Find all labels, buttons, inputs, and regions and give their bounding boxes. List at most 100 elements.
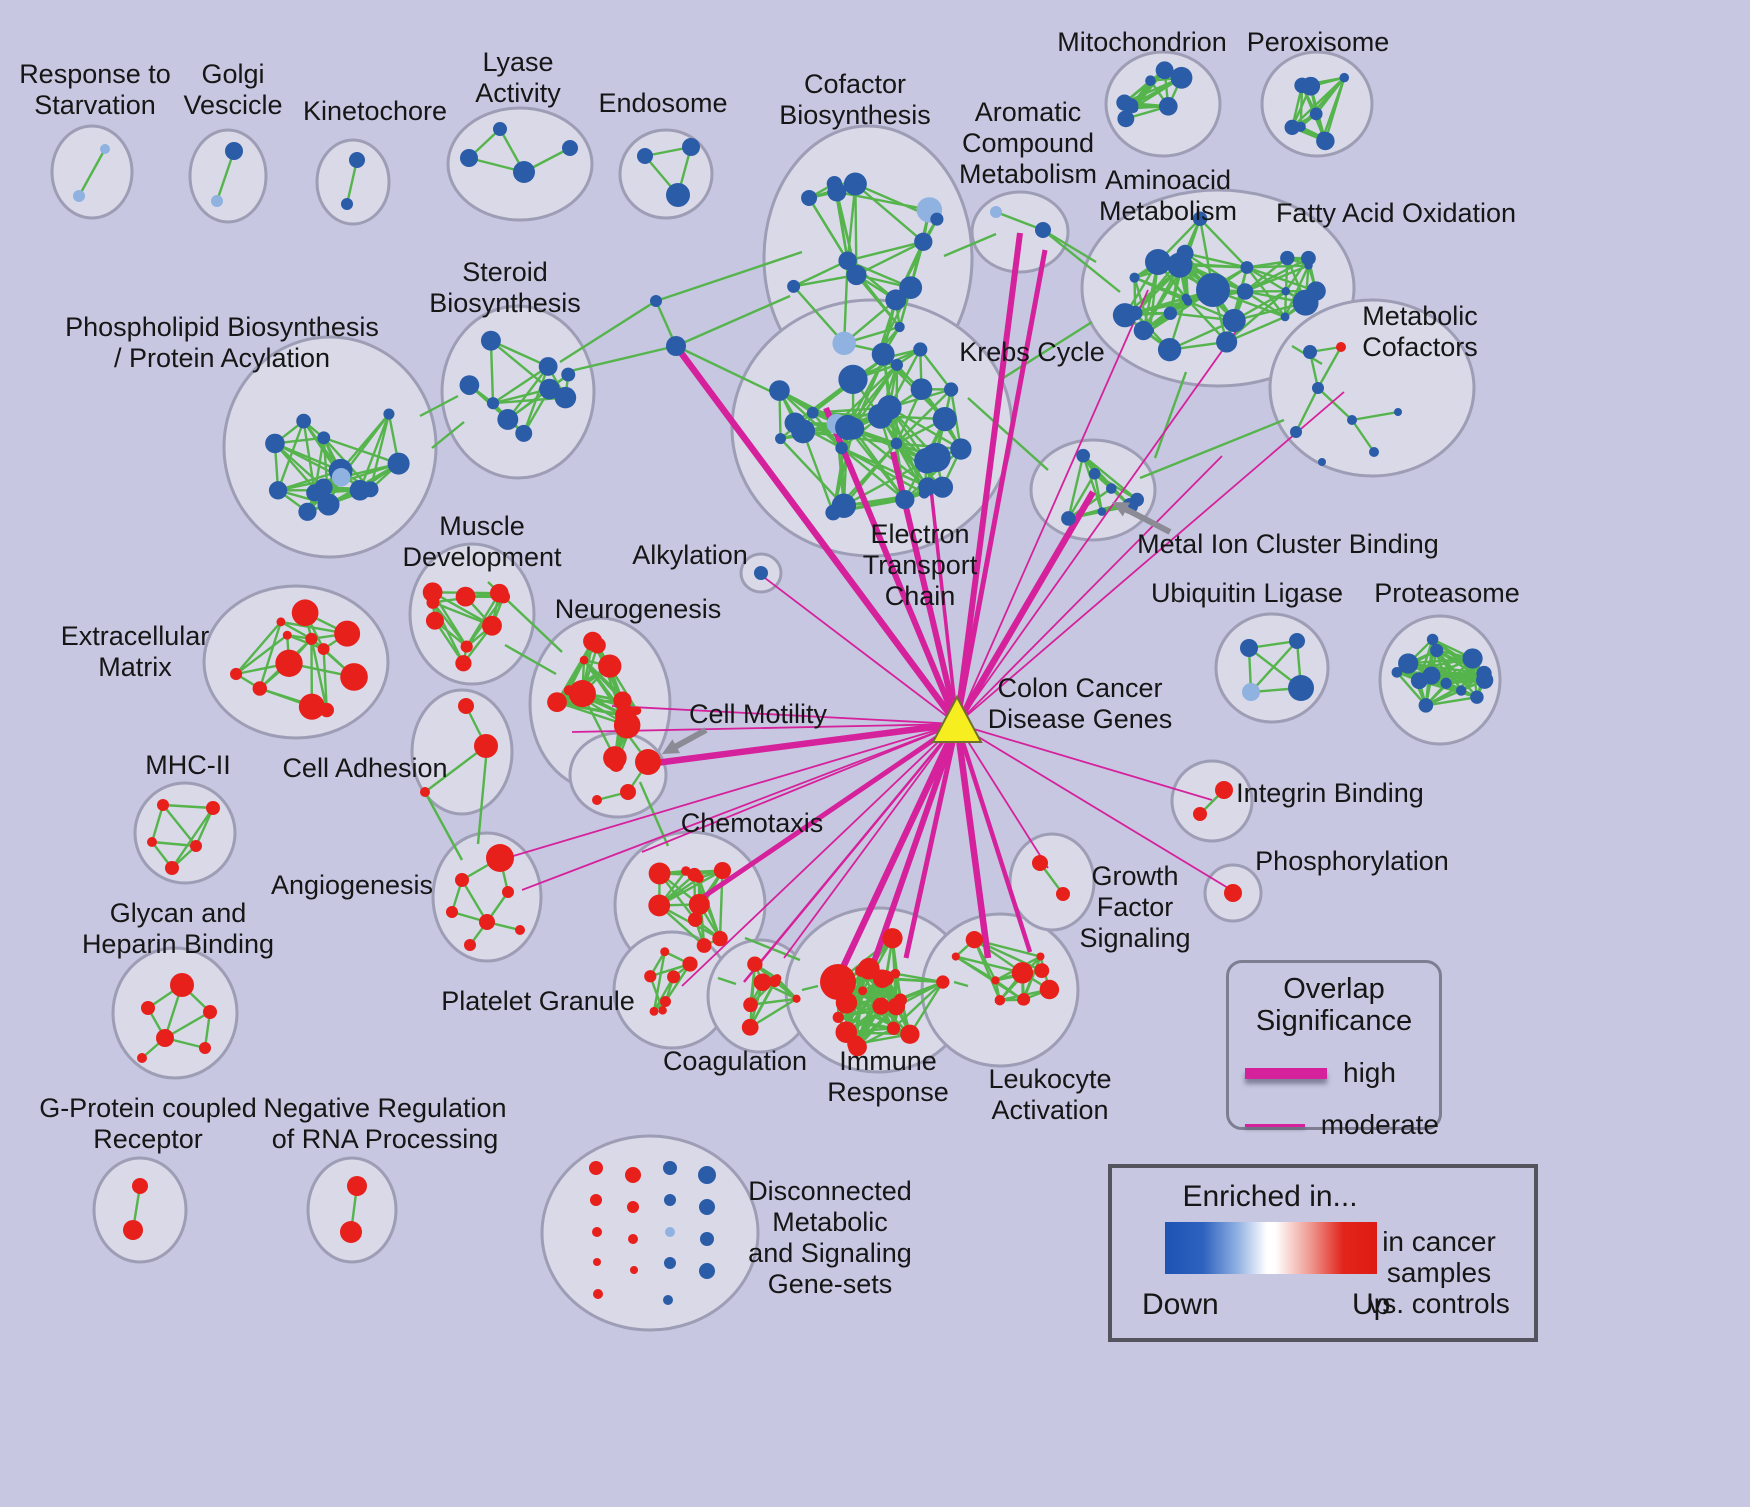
gene-set-node — [663, 1295, 673, 1305]
gene-set-node — [1301, 76, 1321, 96]
gene-set-node — [1309, 107, 1323, 121]
gene-set-node — [1470, 690, 1484, 704]
cluster-phospholipid-biosynthesis — [222, 335, 438, 559]
enrichment-legend: Enriched in... Down Up in cancer samples… — [1108, 1164, 1538, 1342]
gene-set-node — [936, 975, 950, 989]
gene-set-node — [486, 844, 514, 872]
gene-set-node — [899, 276, 923, 300]
gene-set-node — [664, 1194, 676, 1206]
gene-set-node — [832, 1011, 844, 1024]
gene-set-node — [317, 493, 340, 516]
gene-set-node — [1076, 448, 1091, 463]
overlap-legend-title: Overlap Significance — [1255, 973, 1413, 1037]
gene-set-node — [1347, 415, 1357, 425]
high-significance-line-sample — [1245, 1067, 1327, 1079]
gene-set-node — [1455, 685, 1467, 696]
gene-set-node — [713, 861, 732, 880]
gene-set-node — [890, 968, 901, 979]
gene-set-node — [832, 331, 856, 356]
floating-label: Fatty Acid Oxidation — [1276, 198, 1516, 228]
gene-set-node — [275, 649, 303, 677]
overlap-edge — [743, 723, 958, 983]
overlap-moderate-row: moderate — [1245, 1109, 1439, 1141]
gene-set-node — [743, 997, 758, 1013]
gene-set-node — [943, 382, 959, 397]
overlap-edge — [953, 723, 992, 959]
label-neurogenesis: Neurogenesis — [555, 594, 722, 624]
gene-set-node — [1295, 121, 1306, 132]
overlap-edge — [903, 723, 960, 959]
gene-set-node — [687, 867, 702, 882]
gene-set-node — [1240, 261, 1254, 274]
gene-set-node — [667, 970, 681, 984]
gene-set-node — [479, 914, 495, 930]
gene-set-node — [882, 928, 903, 949]
overlap-significance-legend: Overlap Significance high moderate — [1226, 960, 1442, 1140]
gene-set-node — [480, 330, 501, 351]
cluster-disconnected-gene-sets — [540, 1134, 760, 1332]
label-endosome: Endosome — [598, 88, 727, 118]
gene-set-node — [497, 590, 511, 604]
gene-set-node — [835, 441, 848, 455]
overlap-edge — [681, 723, 958, 987]
pointer-arrow-head — [1112, 502, 1130, 517]
gene-set-node — [630, 1266, 638, 1274]
gene-set-node — [951, 952, 960, 961]
overlap-edge — [954, 490, 1096, 726]
overlap-edge — [823, 406, 960, 726]
gene-set-node — [664, 1257, 676, 1269]
gene-set-node — [1192, 211, 1208, 227]
gene-set-node — [554, 698, 566, 709]
gene-set-node — [141, 1001, 155, 1015]
gene-set-node — [562, 140, 578, 156]
enrichment-note: in cancer samples vs. controls — [1368, 1226, 1510, 1319]
gene-set-node — [314, 478, 333, 497]
gene-set-node — [282, 630, 292, 640]
gene-set-node — [687, 912, 703, 927]
gene-set-node — [1240, 639, 1258, 657]
gene-set-node — [663, 1161, 677, 1175]
gene-set-node — [425, 611, 444, 630]
overlap-edge — [647, 720, 958, 768]
gene-set-node — [1157, 338, 1182, 362]
overlap-edge — [928, 479, 959, 725]
gene-set-node — [319, 702, 334, 718]
gene-set-node — [298, 693, 325, 720]
gene-set-node — [965, 931, 983, 949]
gene-set-node — [914, 447, 940, 474]
gene-set-node — [682, 138, 700, 156]
gene-set-node — [990, 206, 1002, 218]
gene-set-node — [658, 1006, 667, 1015]
gene-set-node — [931, 476, 954, 498]
gene-set-node — [754, 566, 768, 580]
gene-set-node — [1145, 75, 1156, 87]
gene-set-node — [835, 414, 861, 440]
gene-set-node — [1222, 308, 1246, 333]
gene-set-node — [1106, 483, 1117, 494]
gene-set-node — [1430, 643, 1444, 658]
overlap-edge — [956, 391, 1345, 725]
gene-set-node — [486, 397, 500, 410]
gene-set-node — [561, 367, 576, 382]
gene-set-node — [305, 632, 318, 645]
gene-set-node — [878, 352, 891, 365]
gene-set-node — [147, 837, 157, 847]
floating-label: Cell Motility — [689, 699, 828, 729]
gene-set-node — [515, 424, 533, 442]
gene-set-node — [775, 433, 787, 445]
gene-set-node — [474, 734, 498, 758]
gene-set-node — [648, 894, 671, 917]
gene-set-node — [73, 190, 85, 202]
cluster-negative-regulation-rna-processing — [306, 1156, 398, 1264]
gene-set-node — [317, 431, 331, 445]
gene-set-node — [1289, 633, 1305, 649]
